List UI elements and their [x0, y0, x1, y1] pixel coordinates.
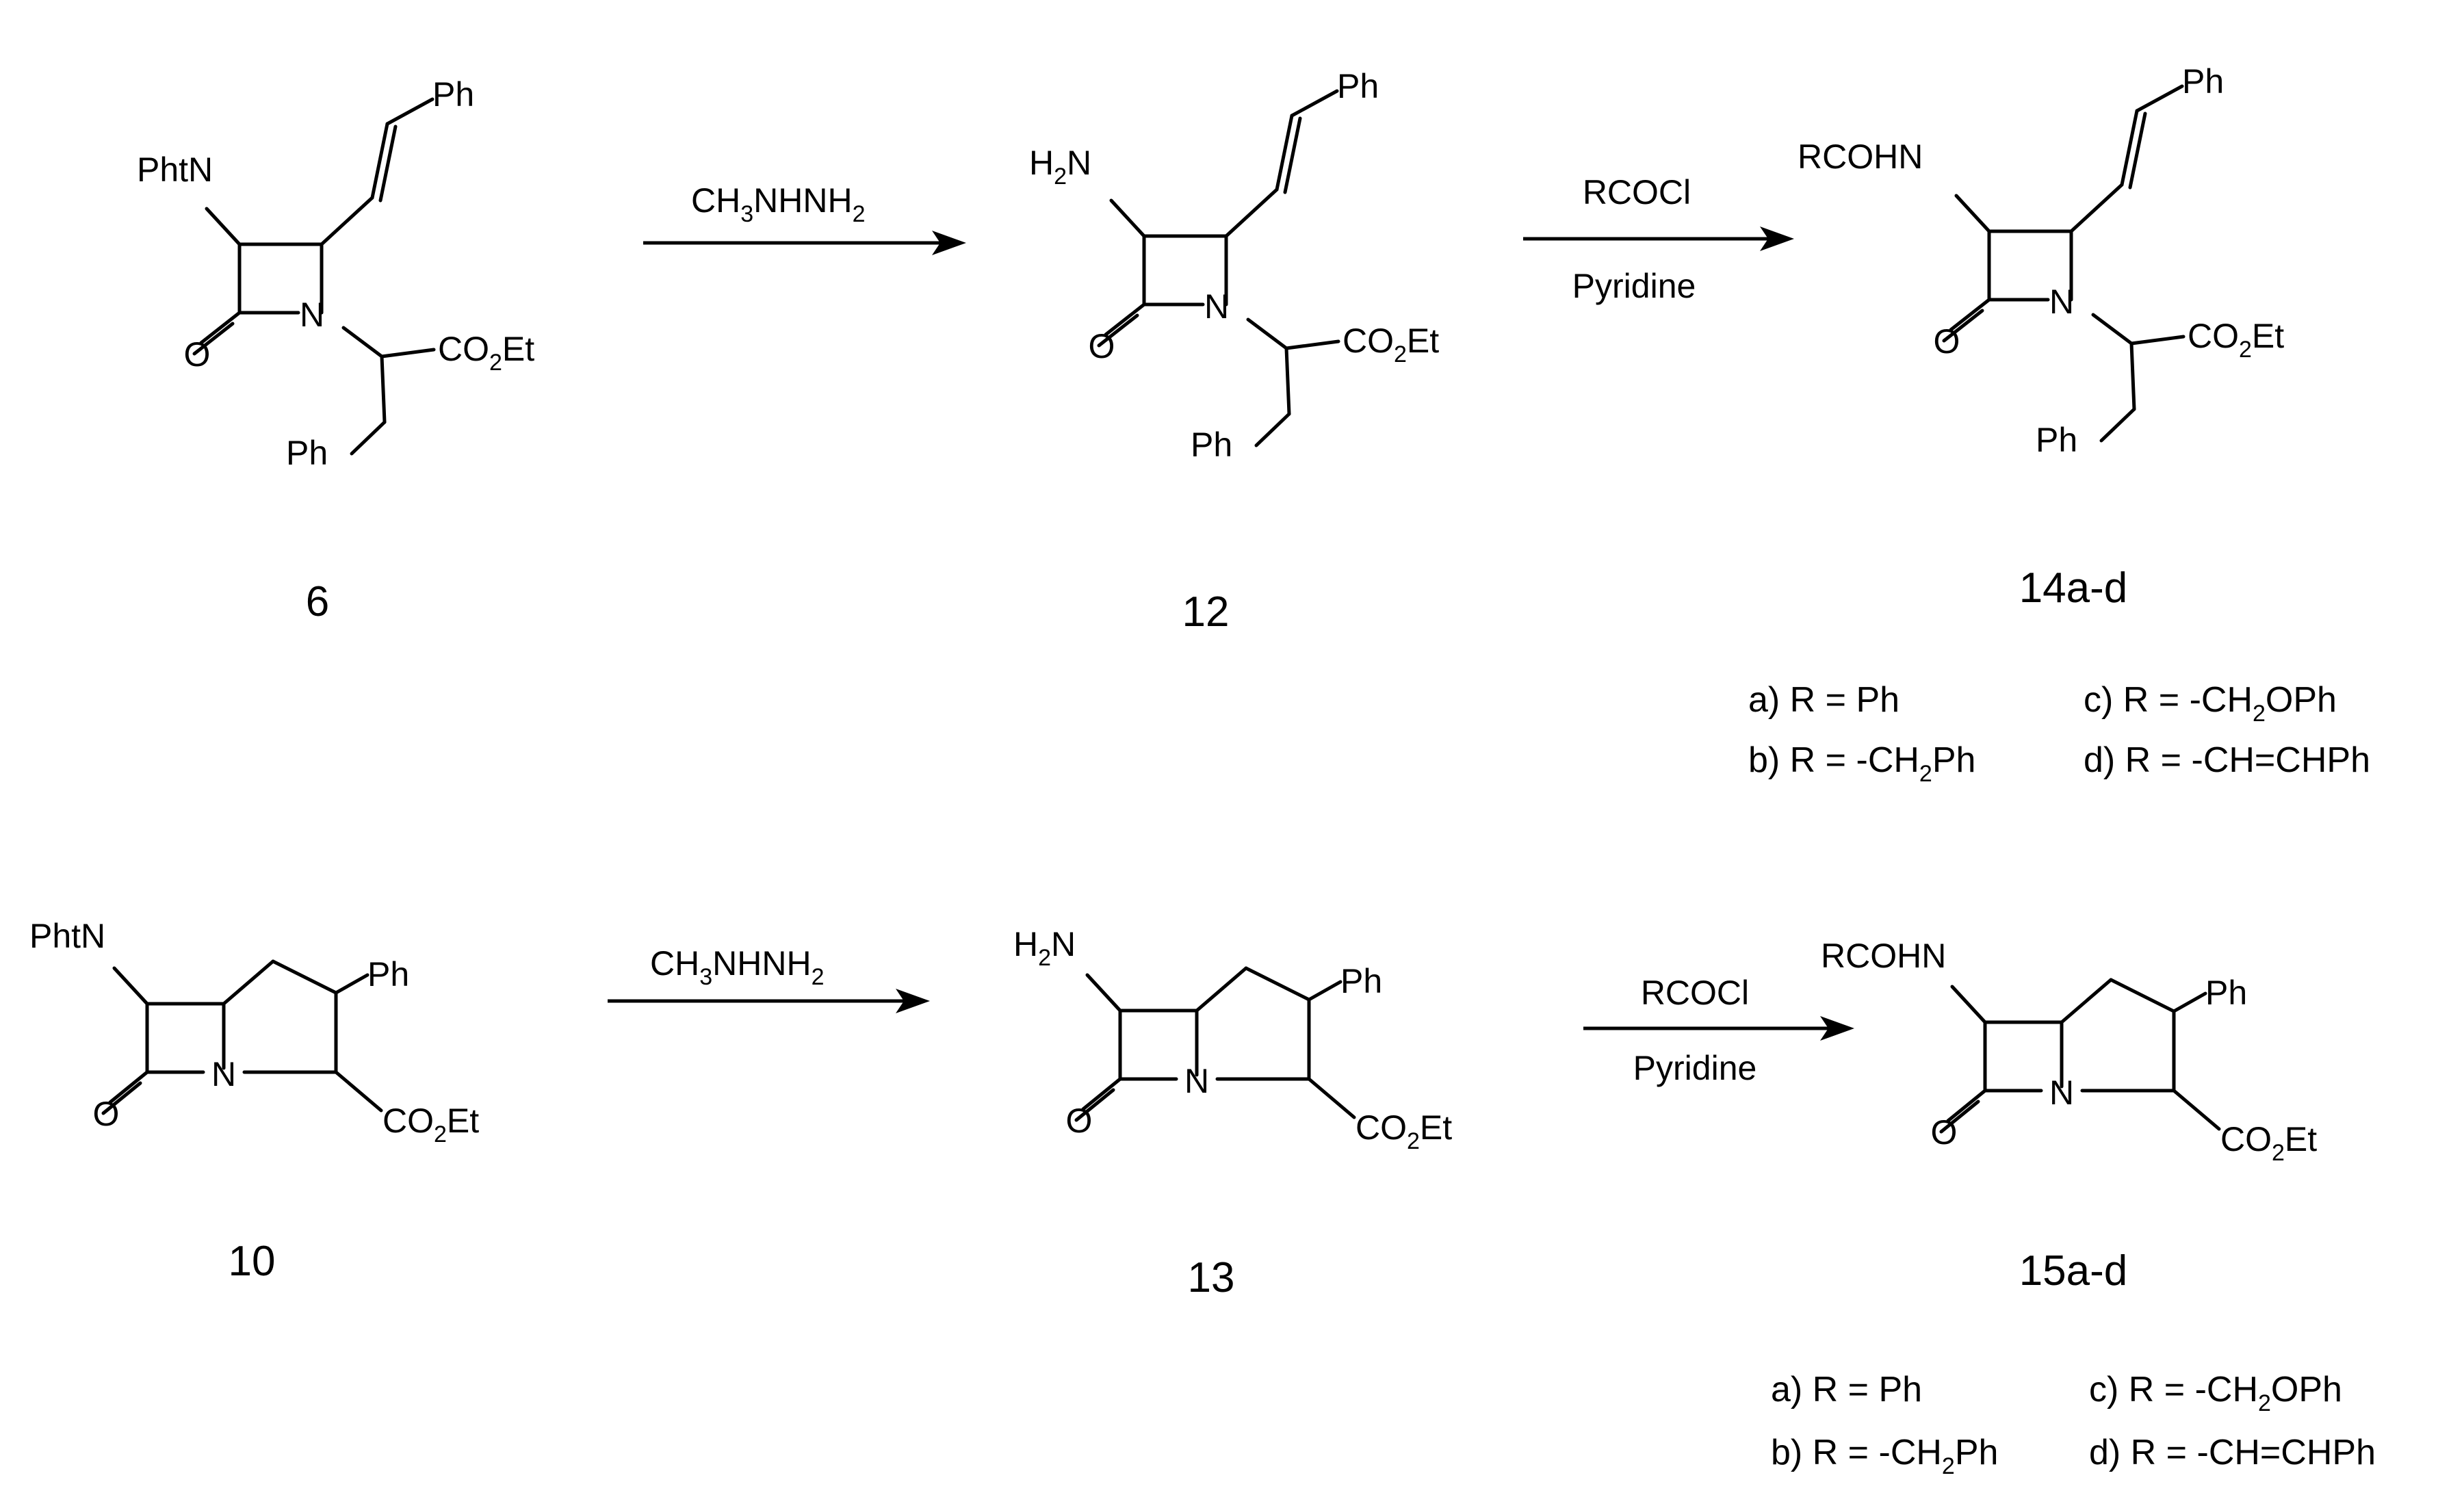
- substituent-c: c) R = -CH2OPh: [2084, 680, 2337, 727]
- substituent-a: a) R = Ph: [1748, 680, 1899, 720]
- amino-label: H2N: [1029, 144, 1091, 190]
- compound-12: H2N Ph N O CO2Et Ph: [1029, 67, 1439, 464]
- compound-15: RCOHN Ph N O CO2Et: [1821, 937, 2317, 1166]
- substituent-c: c) R = -CH2OPh: [2089, 1370, 2342, 1416]
- compound-number-6: 6: [306, 578, 329, 625]
- benzyl-phenyl-label: Ph: [286, 434, 328, 472]
- lactam-nitrogen-label: N: [2049, 283, 2074, 321]
- reagent-pyridine: Pyridine: [1572, 267, 1696, 305]
- styryl-phenyl-label: Ph: [1337, 67, 1379, 105]
- ester-label: CO2Et: [438, 330, 534, 376]
- substituent-a: a) R = Ph: [1771, 1370, 1922, 1409]
- substituent-legend-14: a) R = Ph c) R = -CH2OPh b) R = -CH2Ph d…: [1748, 680, 2370, 787]
- carbonyl-oxygen-label: O: [184, 335, 211, 374]
- amide-label: RCOHN: [1798, 138, 1923, 176]
- compound-number-15a-d: 15a-d: [2019, 1247, 2128, 1295]
- phenyl-label: Ph: [367, 955, 409, 993]
- substituent-d: d) R = -CH=CHPh: [2089, 1433, 2376, 1472]
- substituent-d: d) R = -CH=CHPh: [2084, 740, 2370, 780]
- compound-13: H2N Ph N O CO2Et: [1013, 925, 1452, 1154]
- carbonyl-oxygen-label: O: [1934, 322, 1960, 361]
- reagent-acyl-chloride: RCOCl: [1641, 974, 1749, 1012]
- carbonyl-oxygen-label: O: [1931, 1113, 1958, 1152]
- compound-6: PhtN Ph N O CO2Et Ph: [137, 75, 534, 472]
- arrow-hydrazinolysis-2: CH3NHNH2: [608, 944, 930, 1013]
- substituent-b: b) R = -CH2Ph: [1771, 1433, 1998, 1479]
- phthalimido-label: PhtN: [29, 917, 105, 955]
- reagent-acyl-chloride: RCOCl: [1583, 173, 1691, 211]
- reagent-pyridine: Pyridine: [1633, 1049, 1757, 1087]
- ester-label: CO2Et: [2220, 1120, 2317, 1166]
- styryl-phenyl-label: Ph: [2182, 62, 2224, 101]
- compound-number-14a-d: 14a-d: [2019, 564, 2128, 612]
- phenyl-label: Ph: [2205, 974, 2247, 1012]
- phenyl-label: Ph: [1340, 962, 1382, 1000]
- amino-label: H2N: [1013, 925, 1076, 971]
- substituent-legend-15: a) R = Ph c) R = -CH2OPh b) R = -CH2Ph d…: [1771, 1370, 2376, 1479]
- benzyl-phenyl-label: Ph: [1191, 426, 1232, 464]
- phthalimido-label: PhtN: [137, 151, 213, 189]
- ester-label: CO2Et: [1356, 1108, 1452, 1154]
- compound-number-10: 10: [229, 1238, 276, 1285]
- carbonyl-oxygen-label: O: [1066, 1102, 1093, 1140]
- bridgehead-nitrogen-label: N: [211, 1055, 236, 1093]
- carbonyl-oxygen-label: O: [1089, 327, 1115, 365]
- amide-label: RCOHN: [1821, 937, 1946, 975]
- bridgehead-nitrogen-label: N: [2049, 1074, 2074, 1112]
- lactam-nitrogen-label: N: [300, 296, 324, 334]
- reagent-methylhydrazine: CH3NHNH2: [691, 181, 866, 227]
- substituent-b: b) R = -CH2Ph: [1748, 740, 1975, 787]
- benzyl-phenyl-label: Ph: [2036, 421, 2077, 459]
- ester-label: CO2Et: [2188, 317, 2284, 363]
- ester-label: CO2Et: [382, 1102, 479, 1147]
- compound-number-12: 12: [1182, 588, 1230, 636]
- reagent-methylhydrazine: CH3NHNH2: [650, 944, 825, 990]
- bridgehead-nitrogen-label: N: [1184, 1062, 1209, 1100]
- arrow-acylation-2: RCOCl Pyridine: [1583, 974, 1854, 1087]
- lactam-nitrogen-label: N: [1204, 287, 1229, 326]
- compound-number-13: 13: [1188, 1254, 1235, 1301]
- compound-10: PhtN Ph N O CO2Et: [29, 917, 479, 1147]
- carbonyl-oxygen-label: O: [93, 1095, 120, 1133]
- arrow-acylation-1: RCOCl Pyridine: [1523, 173, 1794, 305]
- compound-14: RCOHN Ph N O CO2Et Ph: [1798, 62, 2284, 459]
- styryl-phenyl-label: Ph: [432, 75, 474, 114]
- ester-label: CO2Et: [1343, 322, 1439, 367]
- arrow-hydrazinolysis-1: CH3NHNH2: [643, 181, 966, 255]
